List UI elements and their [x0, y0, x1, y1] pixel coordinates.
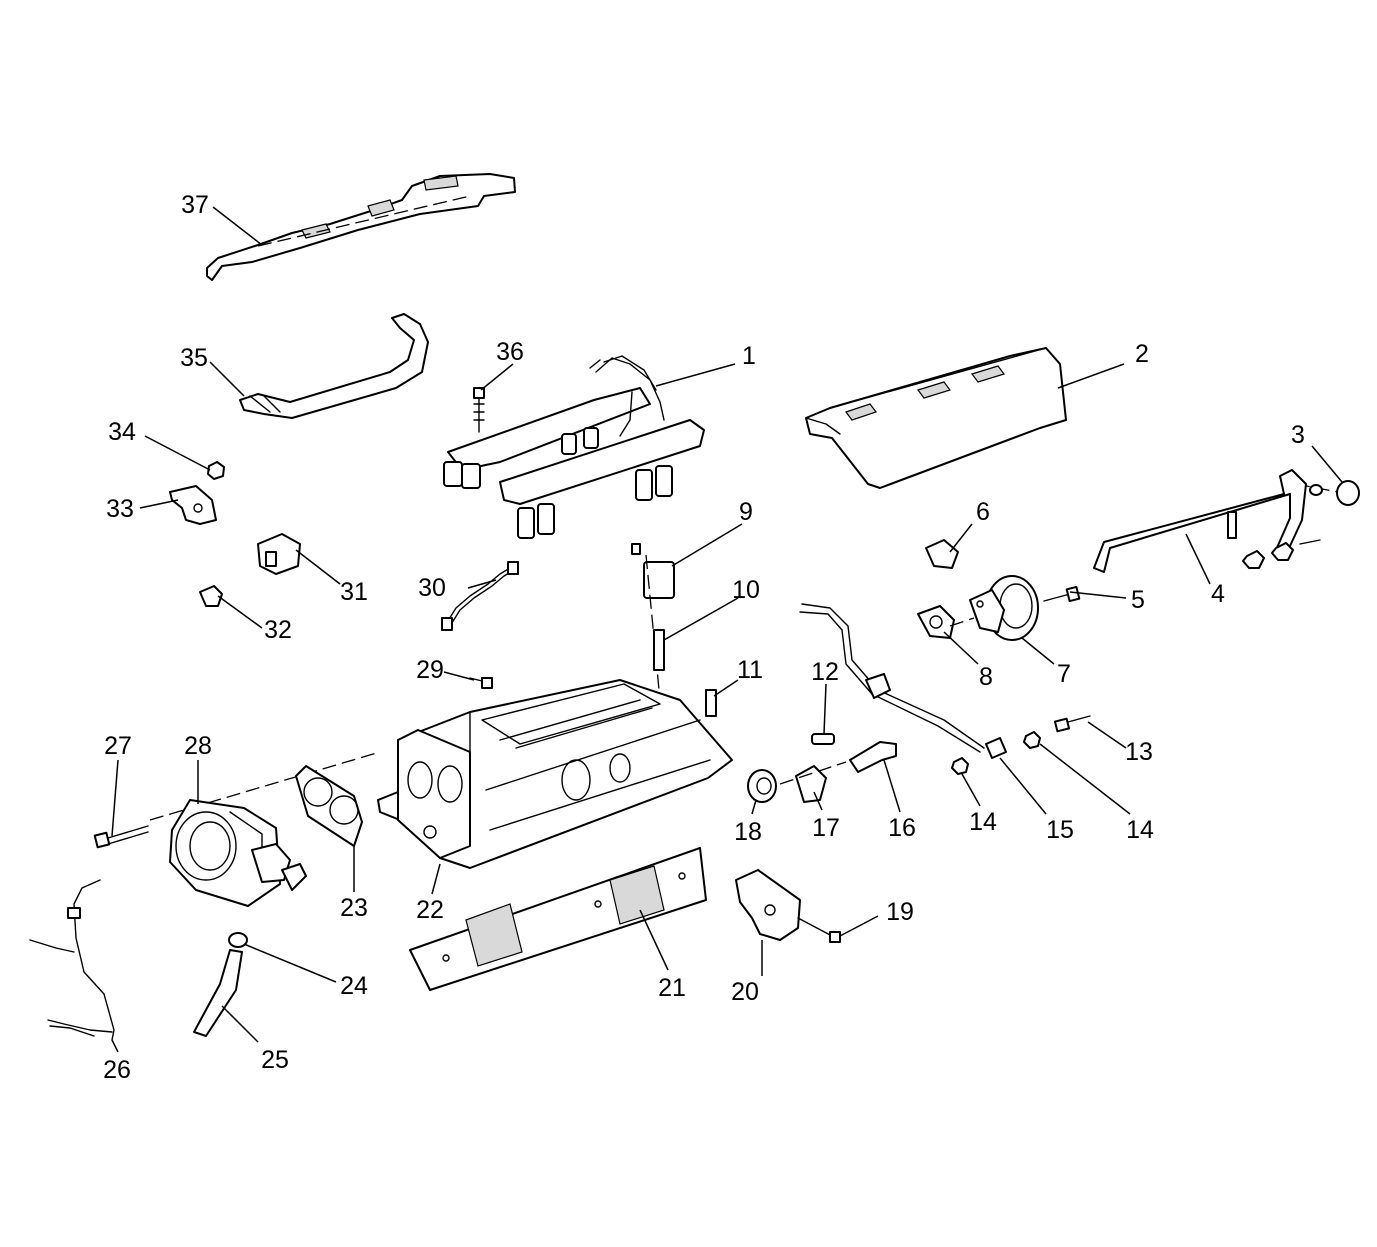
callout-12: 12	[811, 658, 839, 686]
callout-17: 17	[812, 814, 840, 842]
part-28-throttle-body	[169, 799, 307, 907]
callout-7: 7	[1057, 660, 1071, 688]
part-15-pipe	[799, 603, 1007, 759]
callout-27: 27	[104, 732, 132, 760]
callout-16: 16	[888, 814, 916, 842]
part-1-fuel-rail	[443, 355, 705, 539]
callout-23: 23	[340, 894, 368, 922]
part-18-cap	[747, 769, 777, 803]
callout-1: 1	[742, 342, 756, 370]
part-10-stud	[653, 629, 665, 671]
part-26-harness	[29, 879, 115, 1041]
callout-5: 5	[1131, 586, 1145, 614]
part-13-bolt	[1053, 715, 1091, 733]
part-9-sensor	[631, 543, 675, 701]
callout-9: 9	[739, 498, 753, 526]
callout-19: 19	[886, 898, 914, 926]
callout-36: 36	[496, 338, 524, 366]
part-4-pipe	[1093, 469, 1321, 573]
part-19-bolt	[797, 917, 841, 943]
part-25-hose	[193, 949, 243, 1037]
callout-3: 3	[1291, 421, 1305, 449]
callout-13: 13	[1125, 738, 1153, 766]
callout-11: 11	[737, 656, 763, 684]
part-23-gasket	[295, 765, 363, 847]
callout-21: 21	[658, 974, 686, 1002]
callout-15: 15	[1046, 816, 1074, 844]
callout-labels: 1 2 3 4 5 6 7 8 9 10 11 12 13 14 14 15 1…	[103, 191, 1305, 1084]
part-12-fitting	[811, 733, 835, 745]
callout-26: 26	[103, 1056, 131, 1084]
part-16-hose	[849, 741, 897, 773]
callout-18: 18	[734, 818, 762, 846]
callout-10: 10	[732, 576, 760, 604]
part-32-connector	[199, 585, 223, 607]
callout-14b: 14	[1126, 816, 1154, 844]
part-22-intake-manifold	[149, 679, 733, 869]
callout-35: 35	[180, 344, 208, 372]
callout-33: 33	[106, 495, 134, 523]
injector	[443, 427, 673, 539]
part-24-clamp	[228, 932, 248, 948]
part-6-plate	[925, 539, 959, 569]
callout-30: 30	[418, 574, 446, 602]
part-30-harness	[441, 561, 519, 631]
callout-22: 22	[416, 896, 444, 924]
callout-34: 34	[108, 418, 136, 446]
part-33-bracket	[169, 485, 217, 525]
callout-4: 4	[1211, 580, 1225, 608]
leader-lines	[111, 206, 1343, 1053]
callout-6: 6	[976, 498, 990, 526]
part-20-bracket	[735, 869, 801, 941]
callout-32: 32	[264, 616, 292, 644]
part-29-fastener	[469, 677, 493, 689]
part-35-hose	[239, 313, 429, 419]
callout-31: 31	[340, 578, 368, 606]
part-31-solenoid	[257, 533, 301, 575]
part-21-gasket-strip	[409, 847, 707, 991]
callout-14: 14	[969, 808, 997, 836]
part-11-stud	[705, 689, 717, 717]
part-5-bolt	[1043, 585, 1081, 603]
callout-29: 29	[416, 656, 444, 684]
part-14-nut	[951, 731, 1041, 775]
part-7-egr-valve	[969, 575, 1039, 641]
part-36-bolt	[473, 387, 485, 433]
part-37-cover-bracket	[206, 173, 516, 281]
part-2-engine-cover	[805, 347, 1067, 489]
part-34-nut	[207, 461, 225, 480]
part-8-gasket	[917, 605, 975, 639]
part-17-fitting	[779, 761, 847, 803]
callout-8: 8	[979, 663, 993, 691]
callout-2: 2	[1135, 340, 1149, 368]
callout-37: 37	[181, 191, 209, 219]
callout-24: 24	[340, 972, 368, 1000]
part-27-bolt	[93, 825, 149, 849]
callout-20: 20	[731, 978, 759, 1006]
callout-28: 28	[184, 732, 212, 760]
callout-25: 25	[261, 1046, 289, 1074]
